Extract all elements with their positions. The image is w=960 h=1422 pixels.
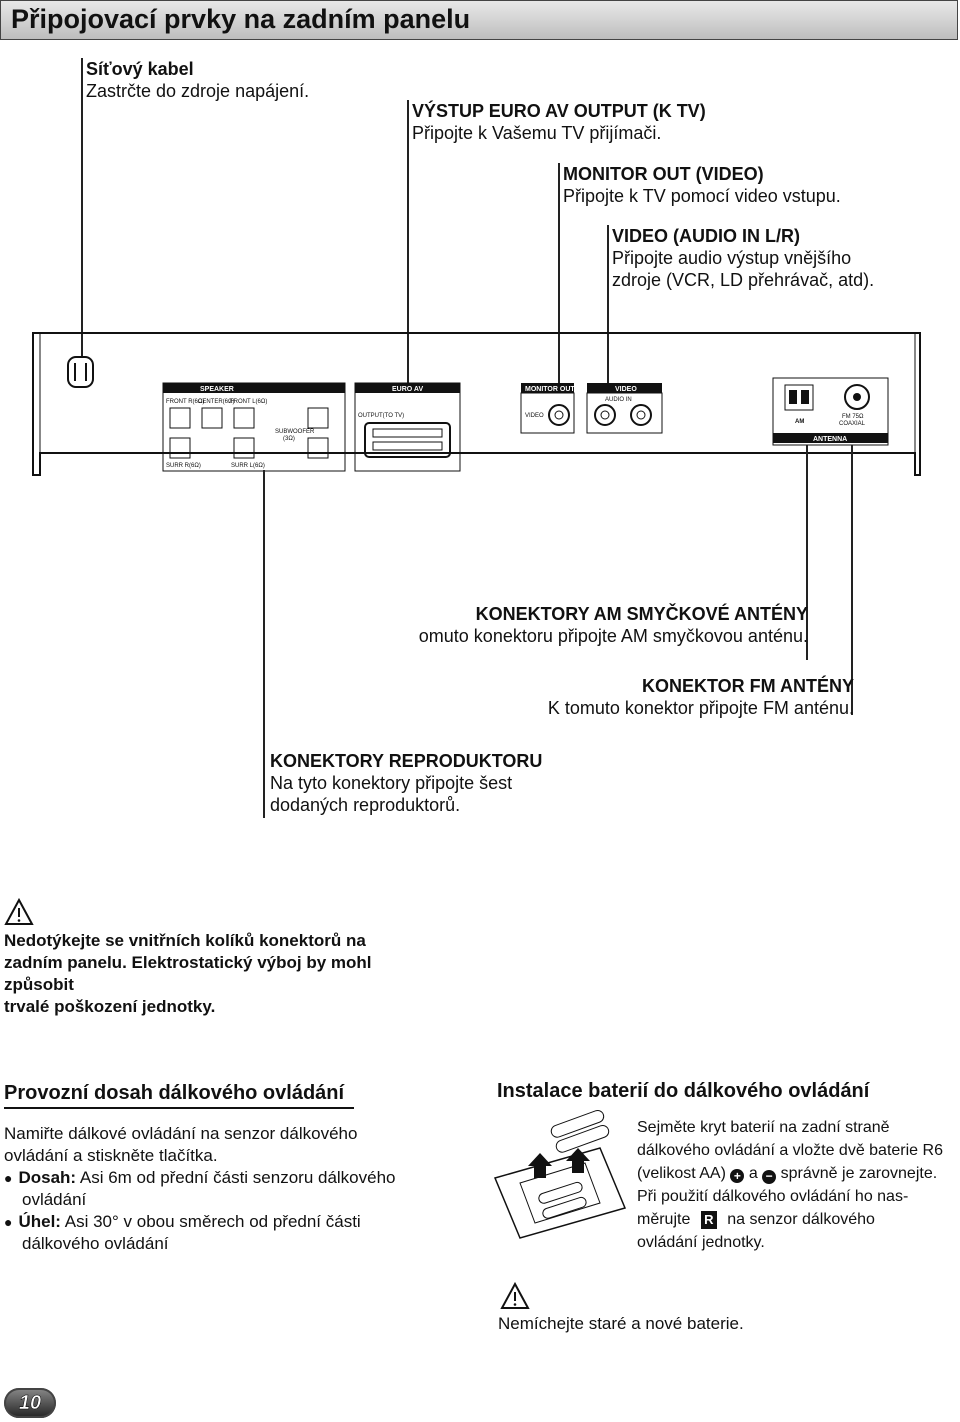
callout-monitor-text: Připojte k TV pomocí video vstupu. [563, 186, 841, 206]
dosah-text-2: ovládání [22, 1190, 87, 1209]
panel-subwoofer-label: SUBWOOFER [275, 429, 315, 435]
callout-am: KONEKTORY AM SMYČKOVÉ ANTÉNY omuto konek… [419, 603, 808, 647]
uhel-label: Úhel: [18, 1212, 61, 1231]
panel-video-in-label: VIDEO [615, 386, 637, 393]
battery-line-1: Sejměte kryt baterií na zadní straně [637, 1119, 890, 1136]
battery-line-3: (velikost AA) + a − správně je zarovnejt… [637, 1162, 943, 1185]
panel-fm-label: FM 75Ω [842, 414, 864, 420]
callout-video-title: VIDEO (AUDIO IN L/R) [612, 226, 800, 246]
speaker-terminals: SPEAKER FRONT R(6Ω) CENTER(6Ω) FRONT L(6… [162, 382, 346, 472]
battery-title: Instalace baterií do dálkového ovládání [497, 1080, 870, 1102]
warning-line-1: Nedotýkejte se vnitřních kolíků konektor… [4, 931, 366, 950]
uhel-text-2: dálkového ovládání [22, 1234, 169, 1253]
euro-av-connector: EURO AV OUTPUT(TO TV) [354, 382, 461, 472]
dosah-text: Asi 6m od přední části senzoru dálkového [76, 1168, 396, 1187]
panel-surr-l-label: SURR L(6Ω) [231, 463, 265, 469]
callout-fm-text: K tomuto konektor připojte FM anténu. [547, 698, 854, 718]
remote-sensor-icon: R [700, 1211, 717, 1229]
panel-am-label: AM [795, 419, 804, 425]
panel-speaker-label: SPEAKER [200, 386, 234, 393]
panel-euro-av-label: EURO AV [392, 386, 423, 393]
leader-power [81, 58, 83, 358]
page-title: Připojovací prvky na zadním panelu [11, 4, 471, 34]
battery-warning-text: Nemíchejte staré a nové baterie. [498, 1314, 744, 1333]
antenna-connectors: AM FM 75Ω COAXIAL ANTENNA [772, 377, 889, 446]
remote-range-line-2: ovládání a stiskněte tlačítka. [4, 1146, 218, 1165]
warning-line-3: způsobit [4, 975, 74, 994]
leader-fm [851, 445, 853, 715]
warning-line-4: trvalé poškození jednotky. [4, 997, 216, 1016]
panel-audio-in-label: AUDIO IN [605, 397, 632, 403]
minus-icon: − [762, 1170, 777, 1184]
panel-output-label: OUTPUT(TO TV) [358, 413, 404, 419]
audio-in-jacks: VIDEO AUDIO IN [586, 383, 663, 434]
monitor-out-jack: MONITOR OUT VIDEO [520, 383, 575, 434]
callout-power: Síťový kabel Zastrčte do zdroje napájení… [86, 58, 309, 102]
callout-video-text2: zdroje (VCR, LD přehrávač, atd). [612, 270, 875, 290]
callout-speakers-title: KONEKTORY REPRODUKTORU [270, 751, 543, 771]
dosah-label: Dosah: [18, 1168, 77, 1187]
panel-subwoofer-ohm: (3Ω) [283, 436, 295, 442]
remote-range-dosah: Dosah: Asi 6m od přední části senzoru dá… [4, 1167, 434, 1189]
battery-line-5a: měrujte [637, 1211, 691, 1228]
panel-surr-r-label: SURR R(6Ω) [166, 463, 201, 469]
callout-speakers-text1: Na tyto konektory připojte šest [270, 773, 513, 793]
leader-euro [407, 100, 409, 385]
panel-monitor-out-label: MONITOR OUT [525, 386, 575, 393]
rear-panel-diagram: SPEAKER FRONT R(6Ω) CENTER(6Ω) FRONT L(6… [32, 332, 921, 476]
uhel-text: Asi 30° v obou směrech od přední části [60, 1212, 361, 1231]
panel-video-label: VIDEO [525, 413, 544, 419]
callout-video: VIDEO (AUDIO IN L/R) Připojte audio výst… [612, 225, 874, 291]
warning-icon [4, 898, 34, 925]
page-number-badge: 10 [4, 1388, 56, 1418]
battery-instructions: Sejměte kryt baterií na zadní straně dál… [637, 1116, 943, 1254]
page-title-bar: Připojovací prvky na zadním panelu [0, 0, 958, 40]
warning-line-2: zadním panelu. Elektrostatický výboj by … [4, 953, 372, 972]
battery-line-3b: a [748, 1165, 758, 1182]
callout-speakers: KONEKTORY REPRODUKTORU Na tyto konektory… [270, 750, 542, 816]
callout-power-text: Zastrčte do zdroje napájení. [86, 81, 310, 101]
callout-am-text: omuto konektoru připojte AM smyčkovou an… [418, 626, 808, 646]
page-number: 10 [18, 1392, 42, 1415]
callout-power-title: Síťový kabel [86, 59, 194, 79]
leader-speakers [263, 470, 265, 818]
callout-am-title: KONEKTORY AM SMYČKOVÉ ANTÉNY [475, 604, 808, 624]
warning-text: Nedotýkejte se vnitřních kolíků konektor… [4, 930, 371, 1018]
leader-am [806, 445, 808, 660]
battery-line-5: měrujte R na senzor dálkového [637, 1208, 943, 1231]
remote-range-uhel: Úhel: Asi 30° v obou směrech od přední č… [4, 1211, 434, 1233]
battery-line-2: dálkového ovládání a vložte dvě baterie … [637, 1142, 943, 1159]
remote-battery-illustration [493, 1109, 627, 1239]
battery-warning-icon [500, 1282, 530, 1309]
callout-video-text1: Připojte audio výstup vnějšího [612, 248, 852, 268]
panel-front-l-label: FRONT L(6Ω) [230, 399, 267, 405]
callout-speakers-text2: dodaných reproduktorů. [270, 795, 461, 815]
leader-monitor [558, 163, 560, 385]
callout-monitor: MONITOR OUT (VIDEO) Připojte k TV pomocí… [563, 163, 841, 207]
battery-line-6: ovládání jednotky. [637, 1234, 765, 1251]
power-inlet [67, 356, 94, 388]
panel-front-r-label: FRONT R(6Ω) [166, 399, 204, 405]
remote-range-title: Provozní dosah dálkového ovládání [4, 1082, 354, 1109]
callout-euro-text: Připojte k Vašemu TV přijímači. [412, 123, 662, 143]
remote-range-line-1: Namiřte dálkové ovládání na senzor dálko… [4, 1124, 358, 1143]
panel-antenna-label: ANTENNA [813, 436, 847, 443]
callout-fm-title: KONEKTOR FM ANTÉNY [641, 676, 854, 696]
remote-range-section: Provozní dosah dálkového ovládání Namiřt… [4, 1082, 396, 1255]
panel-coaxial-label: COAXIAL [839, 421, 866, 427]
callout-euro: VÝSTUP EURO AV OUTPUT (K TV) Připojte k … [412, 100, 706, 144]
panel-center-label: CENTER(6Ω) [198, 399, 235, 405]
battery-line-3c: správně je zarovnejte. [780, 1165, 938, 1182]
leader-video [607, 225, 609, 385]
battery-line-5b: na senzor dálkového [727, 1211, 875, 1228]
callout-fm: KONEKTOR FM ANTÉNY K tomuto konektor při… [548, 675, 854, 719]
battery-line-4: Při použití dálkového ovládání ho nas- [637, 1188, 909, 1205]
callout-monitor-title: MONITOR OUT (VIDEO) [563, 164, 764, 184]
callout-euro-title: VÝSTUP EURO AV OUTPUT (K TV) [412, 101, 706, 121]
battery-line-3a: (velikost AA) [637, 1165, 726, 1182]
plus-icon: + [730, 1169, 745, 1183]
